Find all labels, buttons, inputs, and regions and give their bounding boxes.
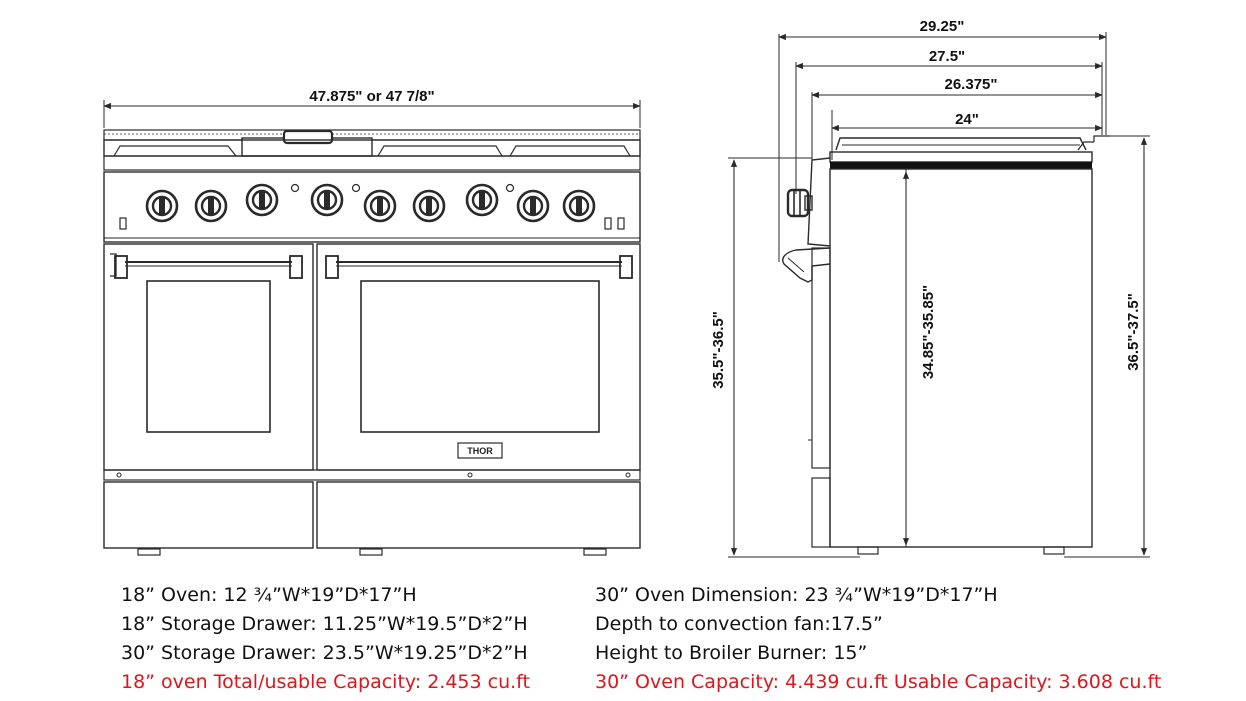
depth-label-2: 27.5" (929, 48, 965, 65)
side-view (728, 32, 1150, 558)
knob-1 (145, 189, 179, 223)
depth-label-4: 24" (955, 111, 979, 128)
spec-30-drawer: 30” Storage Drawer: 23.5”W*19.25”D*2”H (121, 642, 528, 664)
spec-18-drawer: 18” Storage Drawer: 11.25”W*19.5”D*2”H (121, 613, 528, 635)
spec-30-oven: 30” Oven Dimension: 23 ¾”W*19”D*17”H (595, 584, 998, 606)
control-panel (103, 171, 641, 243)
leveling-feet (137, 548, 607, 556)
side-door-edge (811, 247, 831, 469)
right-storage-drawer (316, 481, 641, 549)
brand-label: THOR (467, 446, 493, 456)
side-cooktop (829, 151, 1093, 163)
control-knobs (145, 183, 596, 223)
side-body (829, 168, 1093, 548)
spec-18-capacity: 18” oven Total/usable Capacity: 2.453 cu… (121, 671, 530, 693)
front-view (103, 100, 641, 556)
spec-broiler-height: Height to Broiler Burner: 15” (595, 642, 868, 664)
spec-convection-depth: Depth to convection fan:17.5” (595, 613, 883, 635)
knob-9 (562, 189, 596, 223)
depth-label-1: 29.25" (920, 18, 965, 35)
knob-6 (412, 189, 446, 223)
depth-label-3: 26.375" (945, 76, 998, 93)
height-label-left: 35.5"-36.5" (710, 311, 727, 389)
knob-2 (194, 189, 228, 223)
knob-5 (363, 189, 397, 223)
burner-grates (113, 145, 631, 157)
left-storage-drawer (103, 481, 314, 549)
right-oven-door (316, 243, 641, 471)
cooktop-grates (103, 129, 641, 157)
side-control-panel (807, 157, 831, 247)
left-oven-door (103, 243, 314, 471)
side-door-handle (782, 247, 831, 283)
knob-8 (516, 189, 550, 223)
spec-30-capacity: 30” Oven Capacity: 4.439 cu.ft Usable Ca… (595, 671, 1162, 693)
side-knob (786, 188, 813, 218)
side-grates (835, 135, 1110, 151)
indicator-lights (290, 183, 515, 193)
knob-3 (245, 183, 279, 217)
knob-4 (310, 183, 344, 217)
height-label-middle: 34.85"-35.85" (920, 285, 937, 379)
spec-18-oven: 18” Oven: 12 ¾”W*19”D*17”H (121, 584, 417, 606)
right-oven-window (360, 280, 600, 433)
height-label-right: 36.5"-37.5" (1125, 293, 1142, 371)
panel-switches (119, 217, 625, 230)
brand-badge (457, 442, 503, 459)
knob-7 (465, 183, 499, 217)
left-oven-window (146, 280, 271, 433)
front-width-label: 47.875" or 47 7/8" (309, 88, 434, 105)
